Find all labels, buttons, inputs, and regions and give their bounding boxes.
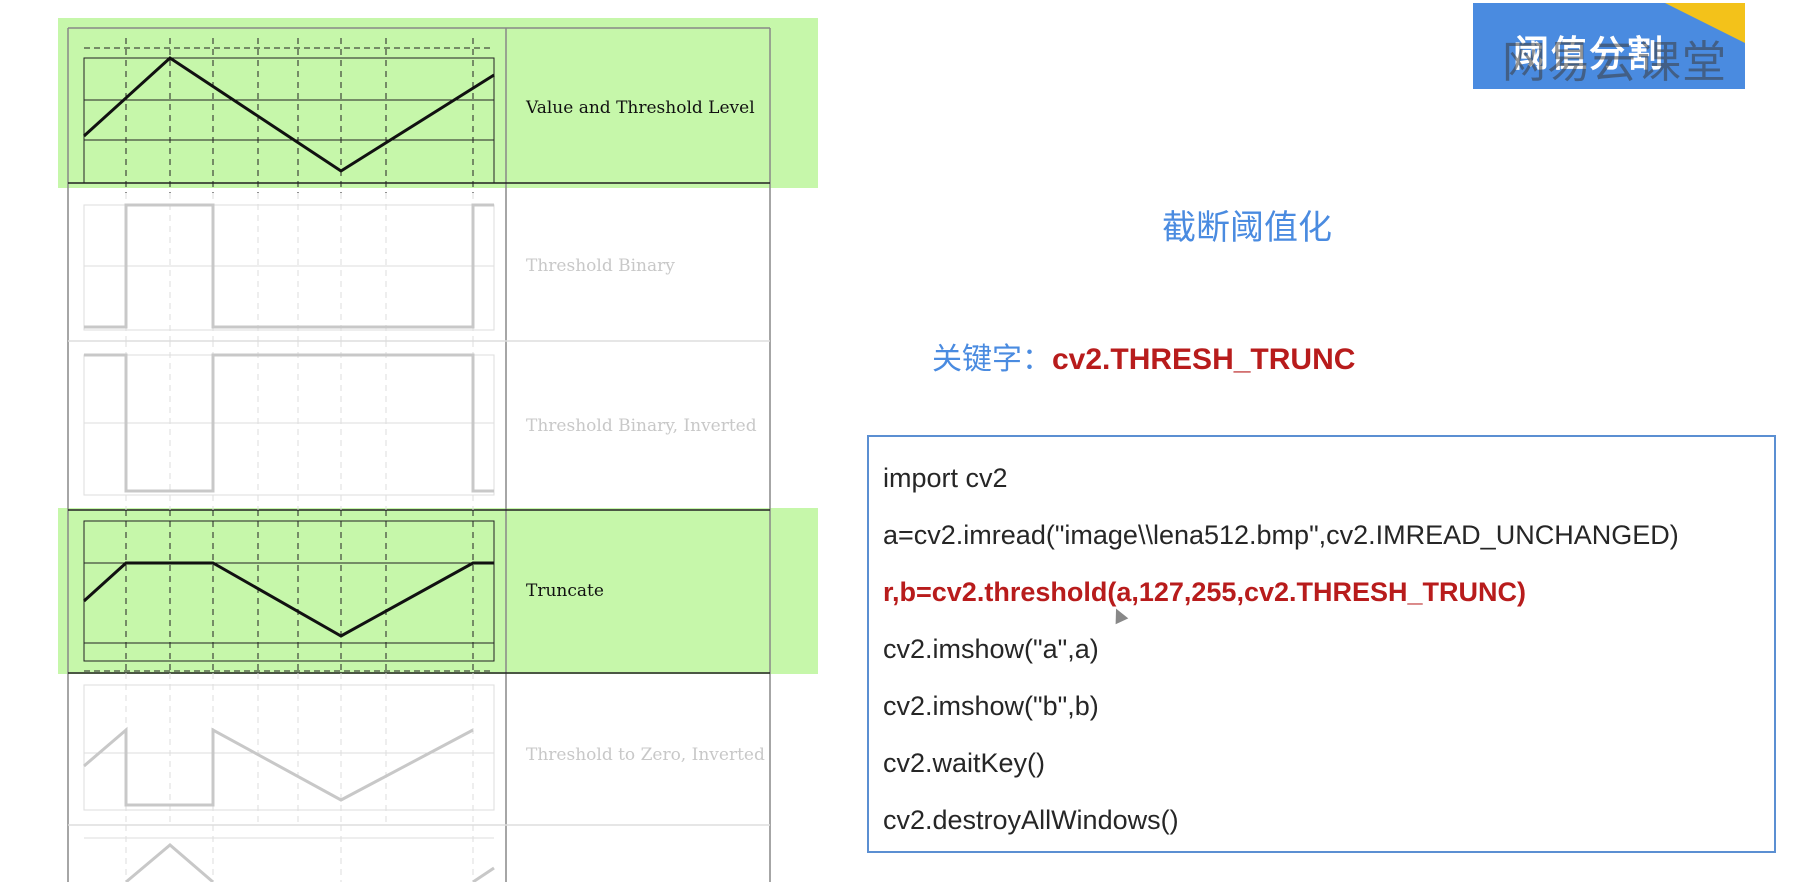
value-waveform xyxy=(82,56,495,173)
code-line-3-highlighted: r,b=cv2.threshold(a,127,255,cv2.THRESH_T… xyxy=(883,577,1526,607)
brand-watermark: 网易云课堂 xyxy=(1502,37,1727,88)
to-zero-inverted-waveform xyxy=(83,726,474,807)
row-highlight-truncate xyxy=(58,508,818,674)
threshold-waveforms xyxy=(67,27,771,882)
code-line-2: a=cv2.imread("image\\lena512.bmp",cv2.IM… xyxy=(883,520,1679,550)
row6-grid xyxy=(84,825,494,882)
row1-grid xyxy=(83,47,495,184)
code-line-1: import cv2 xyxy=(883,463,1008,493)
brand-badge: 阈值分割 xyxy=(1473,3,1745,89)
row2-grid xyxy=(83,193,495,341)
binary-waveform xyxy=(84,203,494,329)
row-label-value-threshold: Value and Threshold Level xyxy=(526,98,755,118)
row4-dashes xyxy=(125,510,474,673)
code-line-4: cv2.imshow("a",a) xyxy=(883,634,1099,664)
row-label-threshold-binary: Threshold Binary xyxy=(526,256,675,276)
code-line-5: cv2.imshow("b",b) xyxy=(883,691,1099,721)
row-label-truncate: Truncate xyxy=(526,581,604,601)
code-line-6: cv2.waitKey() xyxy=(883,748,1046,778)
truncate-waveform xyxy=(82,561,494,638)
row1-dashes xyxy=(125,38,474,193)
code-line-7: cv2.destroyAllWindows() xyxy=(883,805,1179,835)
row-highlight-value xyxy=(58,18,818,188)
threshold-diagram: Value and Threshold Level Threshold Bina… xyxy=(58,18,818,882)
row-label-threshold-to-zero-inverted: Threshold to Zero, Inverted xyxy=(526,745,765,765)
brand-title: 阈值分割 xyxy=(1513,34,1666,75)
row5-grid xyxy=(83,673,495,825)
row6-waveform xyxy=(125,843,214,882)
binary-inverted-waveform xyxy=(84,353,494,493)
row6-waveform-right xyxy=(472,866,495,882)
keyword-label: 关键字： xyxy=(932,342,1052,377)
slide-title: 截断阈值化 xyxy=(1162,208,1332,248)
brand-corner-decoration xyxy=(1665,3,1745,43)
keyword-value: cv2.THRESH_TRUNC xyxy=(1052,343,1356,376)
keyword-line: 关键字：cv2.THRESH_TRUNC xyxy=(932,334,1355,378)
code-block: import cv2 a=cv2.imread("image\\lena512.… xyxy=(867,435,1776,853)
row4-grid xyxy=(83,520,495,672)
row-label-threshold-binary-inverted: Threshold Binary, Inverted xyxy=(526,416,757,436)
row3-grid xyxy=(83,341,495,510)
